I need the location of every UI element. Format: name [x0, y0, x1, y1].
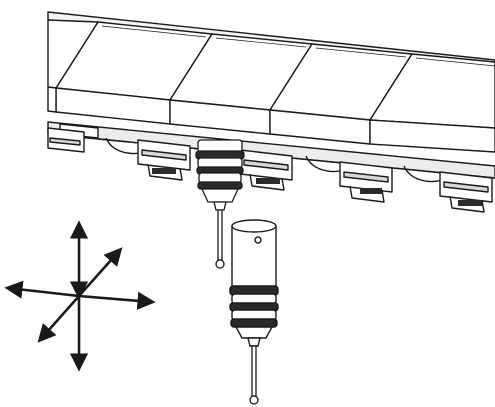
touch-probe-icon — [195, 139, 245, 211]
axis-diagonal-arrow-up — [78, 247, 123, 297]
rack-clip-4 — [439, 171, 493, 213]
axis-horizontal-arrow — [4, 280, 80, 299]
probe-rack-icon — [47, 11, 495, 213]
rack-clip-0 — [47, 127, 85, 153]
probe-body — [231, 225, 277, 292]
axis-diagonal-arrow-down — [37, 295, 80, 343]
rack-clip-1 — [137, 139, 191, 181]
stylus-icon — [249, 345, 259, 405]
touch-probe-icon — [229, 219, 279, 347]
rack-clip-3 — [339, 161, 393, 203]
axis-horizontal-arrow-right — [78, 291, 156, 310]
rack-front-0 — [47, 86, 57, 113]
rack-lid-4 — [369, 53, 495, 129]
rack-clip-2 — [239, 149, 293, 191]
stylus-icon — [215, 209, 225, 269]
rack-front-4 — [369, 119, 495, 153]
axis-arrows-icon — [4, 220, 156, 372]
